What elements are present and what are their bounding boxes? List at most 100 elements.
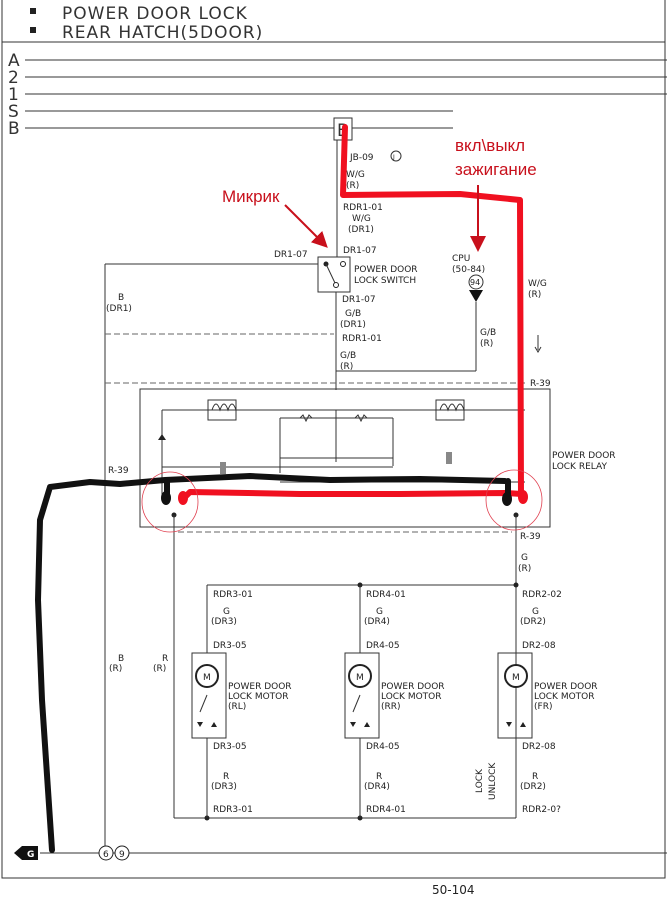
wire-harness: (DR1) — [340, 320, 366, 330]
motor-label: POWER DOOR — [534, 682, 598, 692]
switch-label: LOCK SWITCH — [354, 276, 416, 286]
connector-label: DR1-07 — [342, 295, 376, 305]
unlock-direction-label: UNLOCK — [488, 762, 498, 800]
wire-color: G — [223, 607, 230, 617]
connector-label: DR1-07 — [343, 246, 377, 256]
black-dot — [161, 491, 171, 505]
highlight-circle — [485, 469, 543, 531]
wire-harness: (R) — [340, 362, 353, 372]
cpu-range: (50-84) — [452, 265, 485, 275]
lock-direction-label: LOCK — [475, 768, 485, 793]
jb-09-label: JB-09 — [349, 153, 374, 163]
page-number: 50-104 — [432, 883, 475, 897]
red-dot — [178, 491, 188, 505]
wire-harness: (R) — [518, 564, 531, 574]
motor-icon: M — [356, 673, 364, 683]
micro-switch-annotation: Микрик — [222, 187, 280, 206]
wire-harness: (DR4) — [364, 782, 390, 792]
red-annotation-wire-relay — [182, 489, 525, 500]
motor-label: POWER DOOR — [228, 682, 292, 692]
motor-label: (FR) — [534, 702, 552, 712]
wire-color: W/G — [528, 279, 547, 289]
motor-label: LOCK MOTOR — [228, 692, 289, 702]
red-annotation-wire-ignition — [340, 124, 524, 500]
connector-label: DR2-08 — [522, 641, 556, 651]
bullet-icon — [30, 27, 36, 33]
wire-harness: (R) — [346, 181, 359, 191]
black-annotation-wire — [35, 473, 508, 853]
connector-r39: R-39 — [530, 379, 551, 389]
page-frame — [1, 0, 666, 879]
wire-harness: (DR2) — [520, 617, 546, 627]
switch-label: POWER DOOR — [354, 265, 418, 275]
wire-color: G/B — [480, 328, 496, 338]
wire-color: R — [532, 772, 538, 782]
motor-rl: M — [191, 585, 227, 818]
wire-harness: (DR2) — [520, 782, 546, 792]
wire-harness: (DR3) — [211, 782, 237, 792]
cpu-label: CPU — [452, 254, 470, 264]
black-dot — [502, 492, 512, 506]
jb-mark: J — [392, 154, 395, 161]
connector-label: DR1-07 — [274, 250, 308, 260]
wire-color: W/G — [346, 170, 365, 180]
ground-label: G — [27, 850, 34, 860]
wire-harness: (DR4) — [364, 617, 390, 627]
wire-harness: (R) — [480, 339, 493, 349]
connector-label: DR2-08 — [522, 742, 556, 752]
connector-r39: R-39 — [108, 466, 129, 476]
pin-circle-icon — [98, 845, 114, 861]
connector-label: RDR4-01 — [366, 590, 406, 600]
bus-label-2: 2 — [8, 68, 19, 88]
motor-label: (RL) — [228, 702, 246, 712]
connector-label: DR3-05 — [213, 641, 247, 651]
power-buses: A 2 1 S B — [8, 51, 667, 139]
wire-harness: (DR3) — [211, 617, 237, 627]
junction-block-icon — [390, 150, 402, 162]
motor-rr: M — [344, 585, 380, 818]
connector-label: DR3-05 — [213, 742, 247, 752]
bus-label-1: 1 — [8, 85, 19, 105]
title-line-1: POWER DOOR LOCK — [62, 4, 248, 24]
motor-label: POWER DOOR — [381, 682, 445, 692]
motor-icon: M — [512, 673, 520, 683]
wire-color: B — [118, 293, 124, 303]
ignition-annotation: зажигание — [455, 160, 537, 179]
wire-harness: (R) — [109, 664, 122, 674]
connector-label: RDR3-01 — [213, 590, 253, 600]
motor-fr: M — [497, 652, 533, 739]
connector-label: DR4-05 — [366, 742, 400, 752]
connector-label: RDR2-0? — [522, 805, 561, 815]
motor-label: LOCK MOTOR — [534, 692, 595, 702]
connector-label: RDR3-01 — [213, 805, 253, 815]
connector-label: RDR1-01 — [342, 334, 382, 344]
power-door-lock-relay — [139, 388, 551, 528]
wire-color: G — [532, 607, 539, 617]
relay-label: POWER DOOR — [552, 451, 616, 461]
wire-harness: (R) — [153, 664, 166, 674]
connector-label: DR4-05 — [366, 641, 400, 651]
ignition-annotation: вкл\выкл — [455, 136, 525, 155]
bullet-icon — [30, 8, 36, 14]
motor-label: (RR) — [381, 702, 401, 712]
wire-color: G — [376, 607, 383, 617]
wire-color: R — [223, 772, 229, 782]
wire-harness: (DR1) — [106, 304, 132, 314]
wire-color: R — [162, 654, 168, 664]
wire-color: R — [376, 772, 382, 782]
relay-label: LOCK RELAY — [552, 462, 607, 472]
connector-label: RDR2-02 — [522, 590, 562, 600]
bus-label-a: A — [8, 51, 20, 71]
wire-harness: (R) — [528, 290, 541, 300]
bus-label-b: B — [8, 119, 20, 139]
pin-circle-icon — [468, 274, 484, 290]
cpu-pin: 94 — [470, 278, 480, 287]
wire-color: W/G — [352, 214, 371, 224]
ground-pin: 9 — [119, 850, 125, 860]
wire-color: G/B — [340, 351, 356, 361]
red-dot — [518, 490, 528, 504]
ground-pin: 6 — [103, 850, 109, 860]
ground-icon — [14, 846, 38, 860]
wire-color: B — [118, 654, 124, 664]
